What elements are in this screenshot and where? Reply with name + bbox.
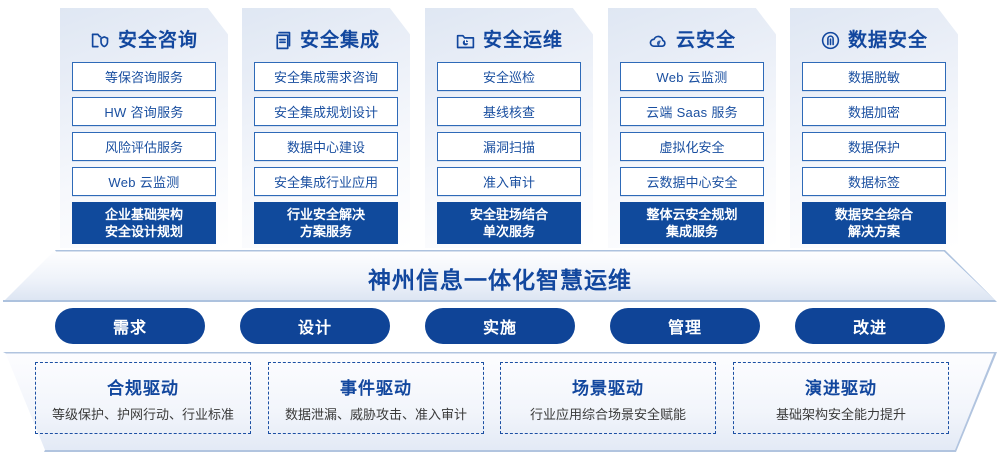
driver-section: 合规驱动 等级保护、护网行动、行业标准 事件驱动 数据泄漏、威胁攻击、准入审计 … (0, 352, 1000, 452)
service-item[interactable]: 数据中心建设 (254, 132, 398, 161)
driver-desc: 数据泄漏、威胁攻击、准入审计 (284, 406, 467, 422)
service-item[interactable]: Web 云监测 (72, 167, 216, 196)
column-header: 数据安全 (802, 18, 946, 62)
stage-pill-design[interactable]: 设计 (240, 308, 390, 344)
driver-desc: 行业应用综合场景安全赋能 (529, 406, 686, 422)
column-title: 数据安全 (847, 29, 928, 51)
service-item[interactable]: 安全集成行业应用 (254, 167, 398, 196)
summary-line-1: 安全驻场结合 (469, 207, 548, 222)
summary-line-1: 数据安全综合 (834, 207, 913, 222)
banner-title: 神州信息一体化智慧运维 (368, 267, 632, 293)
column-summary[interactable]: 行业安全解决 方案服务 (254, 202, 398, 244)
summary-line-2: 解决方案 (847, 224, 900, 239)
service-item[interactable]: 基线核查 (437, 97, 581, 126)
summary-line-1: 企业基础架构 (104, 207, 183, 222)
banner-shape (5, 250, 995, 300)
service-item[interactable]: 数据保护 (802, 132, 946, 161)
column-header: 云安全 (620, 18, 764, 62)
service-item[interactable]: 安全集成规划设计 (254, 97, 398, 126)
folder-shield-icon (90, 30, 111, 51)
service-item[interactable]: 风险评估服务 (72, 132, 216, 161)
stage-pill-management[interactable]: 管理 (610, 308, 760, 344)
service-item[interactable]: 安全集成需求咨询 (254, 62, 398, 91)
summary-line-1: 整体云安全规划 (646, 207, 738, 222)
column-summary[interactable]: 整体云安全规划 集成服务 (620, 202, 764, 244)
capability-columns: 安全咨询 等保咨询服务 HW 咨询服务 风险评估服务 Web 云监测 企业基础架… (60, 8, 958, 248)
service-item[interactable]: 安全巡检 (437, 62, 581, 91)
column-summary[interactable]: 安全驻场结合 单次服务 (437, 202, 581, 244)
fingerprint-icon (820, 30, 841, 51)
documents-stack-icon (272, 30, 293, 51)
driver-title: 事件驱动 (340, 378, 412, 398)
capability-column-security-integration[interactable]: 安全集成 安全集成需求咨询 安全集成规划设计 数据中心建设 安全集成行业应用 行… (242, 8, 410, 248)
driver-card-compliance[interactable]: 合规驱动 等级保护、护网行动、行业标准 (35, 362, 251, 434)
column-summary[interactable]: 数据安全综合 解决方案 (802, 202, 946, 244)
lifecycle-stages: 需求 设计 实施 管理 改进 (0, 308, 1000, 346)
service-item[interactable]: 数据标签 (802, 167, 946, 196)
service-item[interactable]: 云端 Saas 服务 (620, 97, 764, 126)
driver-title: 场景驱动 (572, 378, 644, 398)
stage-pill-requirement[interactable]: 需求 (55, 308, 205, 344)
service-item[interactable]: Web 云监测 (620, 62, 764, 91)
service-item[interactable]: 数据脱敏 (802, 62, 946, 91)
service-item[interactable]: 准入审计 (437, 167, 581, 196)
column-header: 安全咨询 (72, 18, 216, 62)
driver-title: 演进驱动 (805, 378, 877, 398)
driver-desc: 等级保护、护网行动、行业标准 (51, 406, 234, 422)
capability-column-data-security[interactable]: 数据安全 数据脱敏 数据加密 数据保护 数据标签 数据安全综合 解决方案 (790, 8, 958, 248)
column-header: 安全运维 (437, 18, 581, 62)
capability-column-security-consulting[interactable]: 安全咨询 等保咨询服务 HW 咨询服务 风险评估服务 Web 云监测 企业基础架… (60, 8, 228, 248)
service-item[interactable]: 数据加密 (802, 97, 946, 126)
stage-pill-improvement[interactable]: 改进 (795, 308, 945, 344)
capability-column-security-operations[interactable]: 安全运维 安全巡检 基线核查 漏洞扫描 准入审计 安全驻场结合 单次服务 (425, 8, 593, 248)
stage-pill-implementation[interactable]: 实施 (425, 308, 575, 344)
capability-column-cloud-security[interactable]: 云安全 Web 云监测 云端 Saas 服务 虚拟化安全 云数据中心安全 整体云… (608, 8, 776, 248)
service-item[interactable]: 漏洞扫描 (437, 132, 581, 161)
column-title: 云安全 (675, 29, 736, 51)
summary-line-2: 单次服务 (482, 224, 535, 239)
driver-title: 合规驱动 (107, 378, 179, 398)
driver-card-evolution[interactable]: 演进驱动 基础架构安全能力提升 (733, 362, 949, 434)
column-header: 安全集成 (254, 18, 398, 62)
driver-desc: 基础架构安全能力提升 (775, 406, 906, 422)
driver-card-incident[interactable]: 事件驱动 数据泄漏、威胁攻击、准入审计 (268, 362, 484, 434)
service-item[interactable]: 虚拟化安全 (620, 132, 764, 161)
summary-line-1: 行业安全解决 (286, 207, 365, 222)
summary-line-2: 集成服务 (665, 224, 718, 239)
column-title: 安全运维 (482, 29, 563, 51)
platform-banner: 神州信息一体化智慧运维 (0, 250, 1000, 302)
column-title: 安全咨询 (117, 29, 198, 51)
driver-card-scenario[interactable]: 场景驱动 行业应用综合场景安全赋能 (500, 362, 716, 434)
service-item[interactable]: 云数据中心安全 (620, 167, 764, 196)
service-item[interactable]: 等保咨询服务 (72, 62, 216, 91)
summary-line-2: 安全设计规划 (104, 224, 183, 239)
column-summary[interactable]: 企业基础架构 安全设计规划 (72, 202, 216, 244)
summary-line-2: 方案服务 (299, 224, 352, 239)
column-title: 安全集成 (299, 29, 380, 51)
folder-chart-icon (455, 30, 476, 51)
service-item[interactable]: HW 咨询服务 (72, 97, 216, 126)
cloud-icon (648, 30, 669, 51)
